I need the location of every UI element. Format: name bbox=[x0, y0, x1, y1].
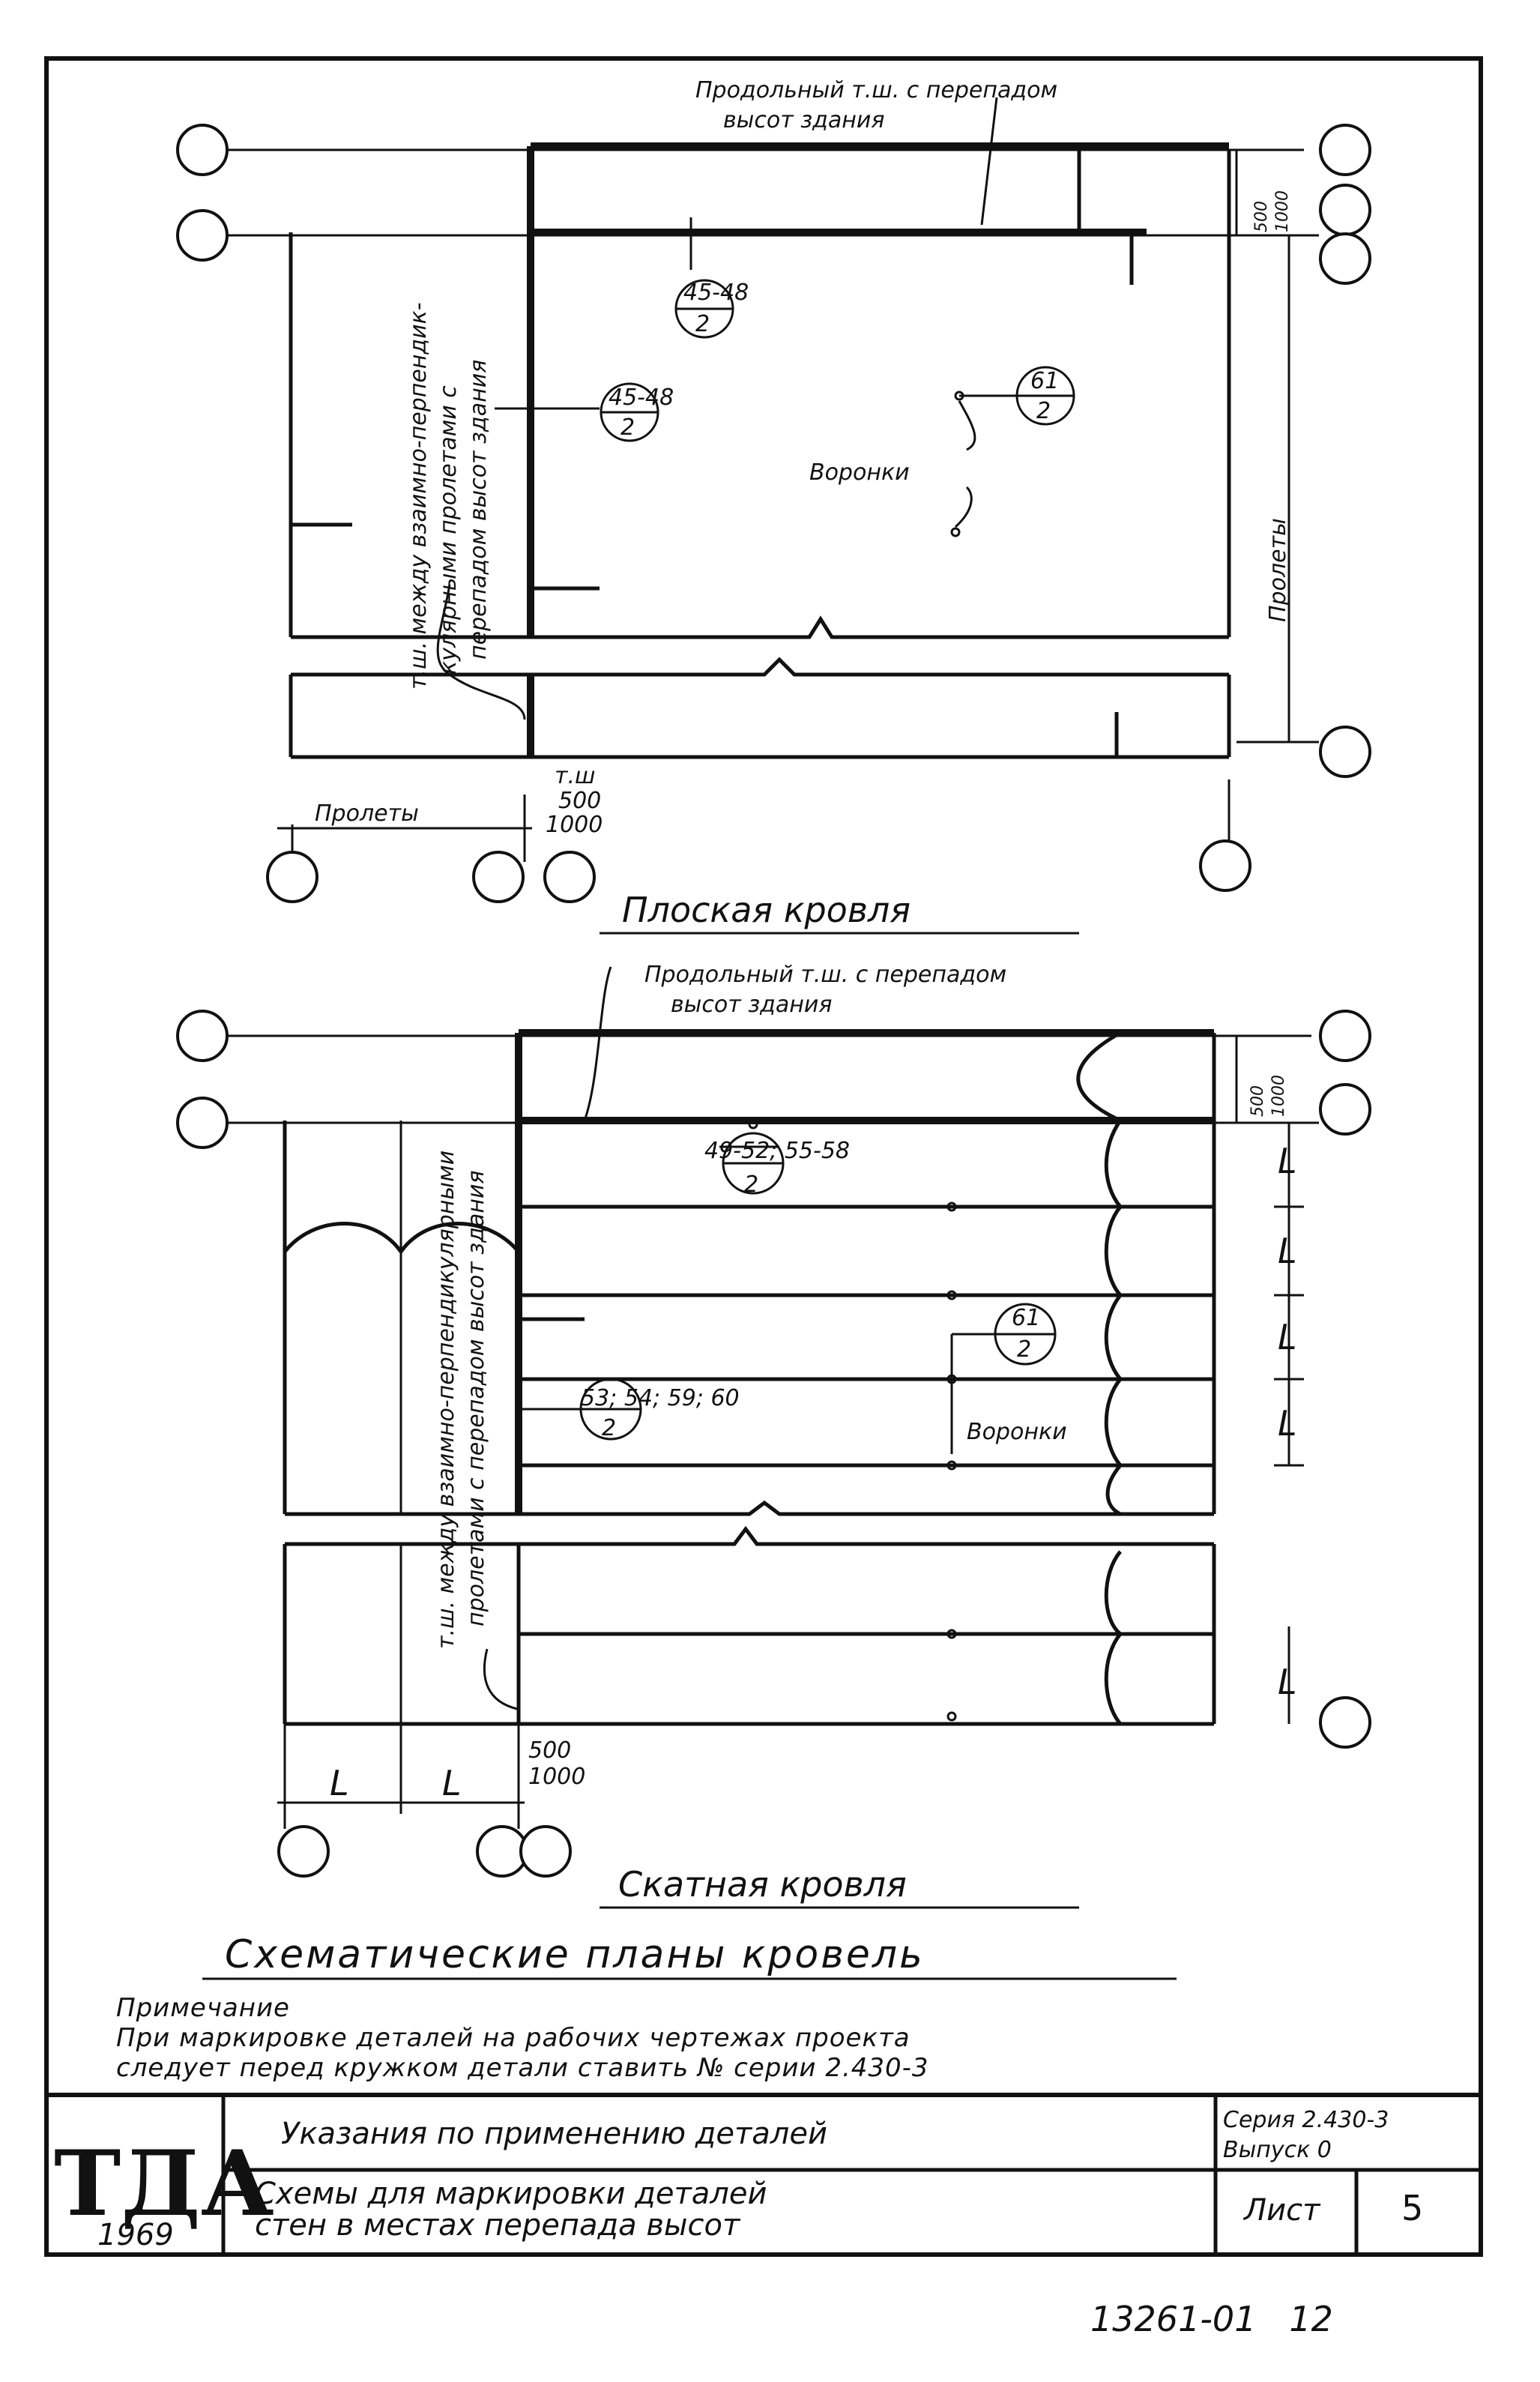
flat-dim-1000: 1000 bbox=[546, 812, 603, 838]
flat-label-longitudinal-2: высот здания bbox=[723, 107, 884, 133]
pitched-marker-b-bottom: 2 bbox=[602, 1415, 616, 1441]
pitched-label-longitudinal-1: Продольный т.ш. с перепадом bbox=[644, 962, 1006, 988]
flat-label-transverse-3: перепадом высот здания bbox=[465, 360, 492, 660]
pitched-span-right-1: L bbox=[1278, 1141, 1297, 1181]
sheet-number: 5 bbox=[1401, 2188, 1423, 2228]
main-title: Схематические планы кровель bbox=[225, 1932, 925, 1977]
flat-dim-right-500: 500 bbox=[1252, 201, 1271, 232]
tda-logo: ТДА bbox=[54, 2131, 274, 2237]
note-heading: Примечание bbox=[116, 1993, 290, 2023]
pitched-span-L1: L bbox=[330, 1763, 349, 1803]
sheet-frame bbox=[44, 56, 1483, 2257]
flat-label-spans-right: Пролеты bbox=[1265, 518, 1291, 622]
flat-label-transverse-1: т.ш. между взаимно-перпендик- bbox=[405, 302, 432, 690]
pitched-span-right-2: L bbox=[1278, 1231, 1297, 1271]
flat-label-transverse-2: кулярными пролетами с bbox=[435, 385, 462, 675]
pitched-label-funnels: Воронки bbox=[967, 1419, 1067, 1445]
series-number: Серия 2.430-3 bbox=[1223, 2107, 1389, 2133]
pitched-roof-plan bbox=[176, 966, 1371, 1878]
title-block-row-1: Указания по применению деталей bbox=[281, 2117, 827, 2151]
pitched-dim-500: 500 bbox=[528, 1737, 571, 1764]
flat-dim-right-1000: 1000 bbox=[1273, 190, 1292, 232]
flat-dim-500: 500 bbox=[558, 788, 601, 814]
pitched-marker-a-top: 49-52; 55-58 bbox=[704, 1138, 850, 1164]
flat-marker-b-bottom: 2 bbox=[620, 414, 635, 441]
title-block-row-2-line-2: стен в местах перепада высот bbox=[255, 2208, 741, 2243]
flat-marker-a-bottom: 2 bbox=[695, 311, 710, 337]
pitched-label-transverse-2: пролетами с перепадом высот здания bbox=[463, 1171, 489, 1627]
pitched-label-longitudinal-2: высот здания bbox=[671, 992, 832, 1018]
pitched-span-right-5: L bbox=[1278, 1662, 1297, 1702]
flat-marker-b-top: 45-48 bbox=[609, 385, 674, 411]
note-line-1: При маркировке деталей на рабочих чертеж… bbox=[116, 2023, 911, 2053]
pitched-span-right-3: L bbox=[1278, 1317, 1297, 1357]
pitched-span-L2: L bbox=[442, 1763, 462, 1803]
title-block bbox=[44, 2093, 1481, 2255]
tda-year: 1969 bbox=[97, 2218, 174, 2252]
pitched-dim-1000: 1000 bbox=[528, 1764, 585, 1790]
flat-label-funnels: Воронки bbox=[809, 459, 910, 486]
note-line-2: следует перед кружком детали ставить № с… bbox=[116, 2053, 929, 2083]
flat-marker-c-top: 61 bbox=[1030, 368, 1059, 394]
title-block-row-2-line-1: Схемы для маркировки деталей bbox=[255, 2177, 767, 2211]
flat-marker-a-top: 45-48 bbox=[683, 280, 749, 306]
pitched-dim-right-500: 500 bbox=[1248, 1085, 1267, 1117]
pitched-dim-right-1000: 1000 bbox=[1269, 1075, 1288, 1117]
pitched-label-transverse-1: т.ш. между взаимно-перпендикулярными bbox=[433, 1151, 459, 1649]
issue-number: Выпуск 0 bbox=[1223, 2137, 1332, 2163]
pitched-marker-a-bottom: 2 bbox=[744, 1172, 758, 1198]
pitched-marker-c-top: 61 bbox=[1012, 1305, 1040, 1331]
flat-roof-plan bbox=[176, 97, 1371, 903]
pitched-roof-title: Скатная кровля bbox=[618, 1864, 907, 1905]
flat-label-longitudinal-1: Продольный т.ш. с перепадом bbox=[695, 77, 1057, 103]
pitched-span-right-4: L bbox=[1278, 1403, 1297, 1444]
pitched-marker-c-bottom: 2 bbox=[1017, 1336, 1031, 1363]
flat-roof-title: Плоская кровля bbox=[622, 890, 911, 930]
flat-label-spans-bottom: Пролеты bbox=[315, 800, 419, 827]
pitched-marker-b-top: 53; 54; 59; 60 bbox=[581, 1385, 740, 1411]
flat-marker-c-bottom: 2 bbox=[1036, 398, 1051, 424]
sheet-label: Лист bbox=[1242, 2193, 1321, 2228]
footer-code: 13261-01 12 bbox=[1090, 2299, 1333, 2339]
flat-label-joint: т.ш bbox=[555, 763, 595, 789]
